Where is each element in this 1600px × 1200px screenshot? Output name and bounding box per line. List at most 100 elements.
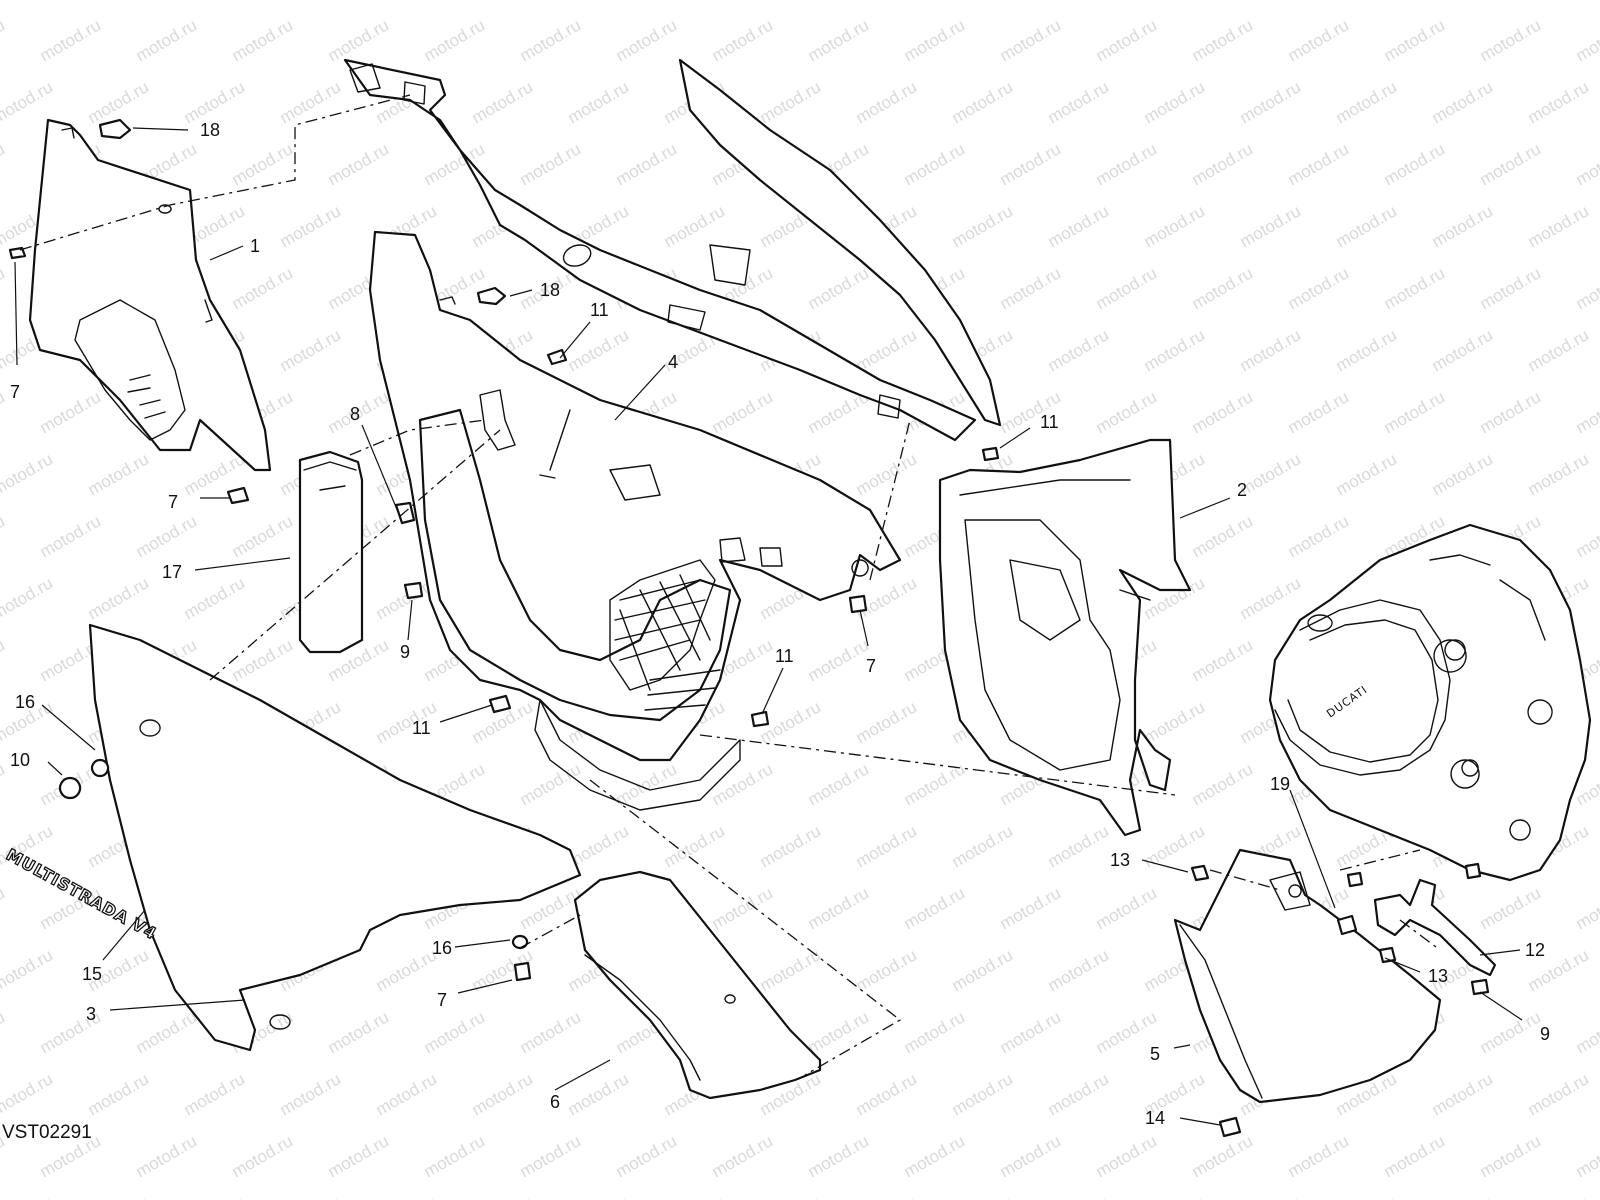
watermark-text: motod.ru xyxy=(1333,449,1401,499)
callout-7-left: 7 xyxy=(10,382,20,402)
watermark-text: motod.ru xyxy=(997,1131,1065,1181)
screw-14 xyxy=(1218,1116,1242,1138)
watermark-text: motod.ru xyxy=(901,15,969,65)
watermark-text: motod.ru xyxy=(85,1193,153,1200)
watermark-text: motod.ru xyxy=(277,325,345,375)
watermark-text: motod.ru xyxy=(565,1069,633,1119)
part-17-small-vertical-panel xyxy=(298,450,424,654)
watermark-text: motod.ru xyxy=(709,759,777,809)
callout-9: 9 xyxy=(400,642,410,662)
assembly-lines xyxy=(19,94,1441,1076)
fastener-18-upper xyxy=(98,118,132,140)
callout-12: 12 xyxy=(1525,940,1545,960)
nut-13-lower xyxy=(1378,946,1397,964)
watermark-text: motod.ru xyxy=(133,511,201,561)
watermark-text: motod.ru xyxy=(1429,1193,1497,1200)
watermark-text: motod.ru xyxy=(1381,263,1449,313)
callout-5: 5 xyxy=(1150,1044,1160,1064)
watermark-text: motod.ru xyxy=(1573,1007,1600,1057)
callout-8: 8 xyxy=(350,404,360,424)
watermark-text: motod.ru xyxy=(997,15,1065,65)
watermark-text: motod.ru xyxy=(1285,1131,1353,1181)
watermark-text: motod.ru xyxy=(565,0,633,3)
watermark-text: motod.ru xyxy=(1237,77,1305,127)
watermark-text: motod.ru xyxy=(37,387,105,437)
watermark-text: motod.ru xyxy=(1189,1131,1257,1181)
watermark-text: motod.ru xyxy=(805,1131,873,1181)
bolt-upper-right xyxy=(1346,871,1364,888)
watermark-text: motod.ru xyxy=(0,15,8,65)
watermark-text: motod.ru xyxy=(1333,325,1401,375)
watermark-text: motod.ru xyxy=(709,883,777,933)
watermark-text: motod.ru xyxy=(1045,821,1113,871)
watermark-text: motod.ru xyxy=(85,1069,153,1119)
watermark-text: motod.ru xyxy=(1573,139,1600,189)
washer-16-lower xyxy=(511,934,529,950)
watermark-text: motod.ru xyxy=(997,1007,1065,1057)
watermark-text: motod.ru xyxy=(949,1069,1017,1119)
watermark-text: motod.ru xyxy=(373,1193,441,1200)
watermark-text: motod.ru xyxy=(661,821,729,871)
watermark-text: motod.ru xyxy=(325,1007,393,1057)
watermark-text: motod.ru xyxy=(949,201,1017,251)
watermark-text: motod.ru xyxy=(1141,201,1209,251)
callout-11-right: 11 xyxy=(1040,412,1059,432)
watermark-text: motod.ru xyxy=(1093,387,1161,437)
watermark-text: motod.ru xyxy=(1525,1069,1593,1119)
callout-2: 2 xyxy=(1237,480,1247,500)
callout-10: 10 xyxy=(10,750,30,770)
watermark-text: motod.ru xyxy=(1285,387,1353,437)
washer-16-left xyxy=(91,758,110,778)
watermark-text: motod.ru xyxy=(469,0,537,3)
watermark-text: motod.ru xyxy=(997,139,1065,189)
watermark-text: motod.ru xyxy=(1525,1193,1593,1200)
watermark-text: motod.ru xyxy=(1045,325,1113,375)
watermark-text: motod.ru xyxy=(1573,1131,1600,1181)
callout-4: 4 xyxy=(668,352,678,372)
watermark-text: motod.ru xyxy=(1093,1131,1161,1181)
nut-13-upper xyxy=(1190,864,1210,882)
watermark-text: motod.ru xyxy=(949,0,1017,3)
watermark-text: motod.ru xyxy=(229,635,297,685)
watermark-text: motod.ru xyxy=(37,511,105,561)
callout-7-center: 7 xyxy=(866,656,876,676)
watermark-text: motod.ru xyxy=(0,0,56,3)
watermark-text: motod.ru xyxy=(1477,387,1545,437)
fastener-7-center xyxy=(848,594,868,614)
watermark-text: motod.ru xyxy=(1045,201,1113,251)
watermark-text: motod.ru xyxy=(0,1007,8,1057)
leader-lines xyxy=(14,127,1523,1126)
watermark-text: motod.ru xyxy=(709,15,777,65)
callout-11-top: 11 xyxy=(590,300,609,320)
watermark-text: motod.ru xyxy=(1573,15,1600,65)
watermark-text: motod.ru xyxy=(661,201,729,251)
watermark-text: motod.ru xyxy=(853,449,921,499)
watermark-text: motod.ru xyxy=(997,883,1065,933)
watermark-text: motod.ru xyxy=(1285,511,1353,561)
watermark-text: motod.ru xyxy=(517,1131,585,1181)
watermark-text: motod.ru xyxy=(565,77,633,127)
watermark-text: motod.ru xyxy=(1525,0,1593,3)
callout-11-lower-left: 11 xyxy=(412,718,431,738)
watermark-text: motod.ru xyxy=(469,1069,537,1119)
watermark-text: motod.ru xyxy=(1189,15,1257,65)
watermark-text: motod.ru xyxy=(421,1007,489,1057)
part-3-lower-left-panel xyxy=(88,623,582,1052)
watermark-text: motod.ru xyxy=(421,15,489,65)
watermark-text: motod.ru xyxy=(229,1131,297,1181)
watermark-text: motod.ru xyxy=(853,945,921,995)
watermark-text: motod.ru xyxy=(1333,201,1401,251)
part-4-central-inner-panel xyxy=(368,230,902,811)
part-5-lower-right-deflector xyxy=(1173,848,1442,1104)
watermark-text: motod.ru xyxy=(1381,1131,1449,1181)
watermark-text: motod.ru xyxy=(1477,15,1545,65)
watermark-text: motod.ru xyxy=(1093,883,1161,933)
watermark-text: motod.ru xyxy=(85,573,153,623)
watermark-text: motod.ru xyxy=(1141,1193,1209,1200)
watermark-text: motod.ru xyxy=(1525,77,1593,127)
fastener-7-lower xyxy=(226,486,250,505)
watermark-text: motod.ru xyxy=(229,139,297,189)
watermark-text: motod.ru xyxy=(85,0,153,3)
watermark-text: motod.ru xyxy=(853,325,921,375)
watermark-text: motod.ru xyxy=(1093,139,1161,189)
